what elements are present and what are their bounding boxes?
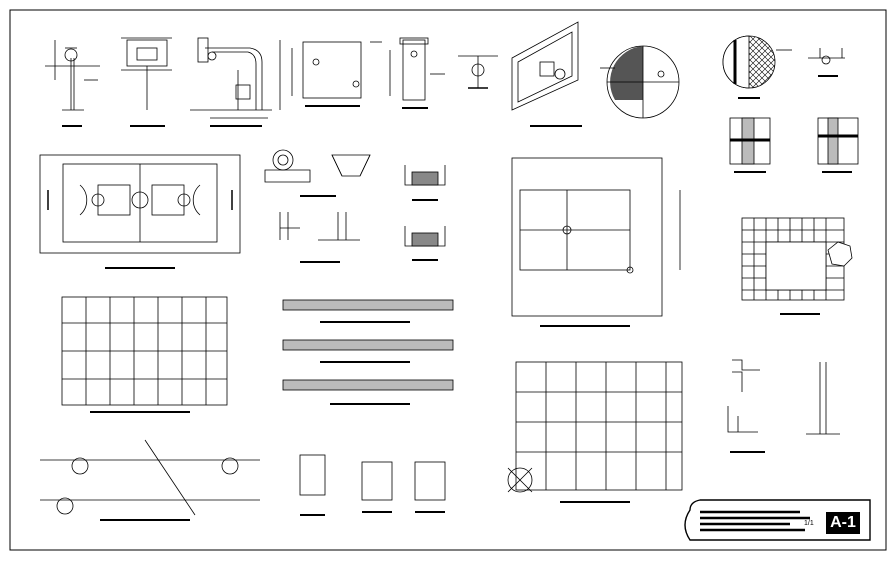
column-grid-plan-2 bbox=[507, 361, 683, 503]
basketball-court-plan bbox=[39, 154, 241, 269]
court-elevation bbox=[40, 439, 260, 521]
detail-column-sections bbox=[729, 117, 859, 173]
detail-backboard-perspective bbox=[511, 21, 582, 127]
detail-wall-sections bbox=[279, 212, 360, 263]
small-mark: 1/1 bbox=[804, 520, 814, 527]
bracket-details bbox=[727, 359, 840, 453]
court-layout-plan bbox=[511, 157, 681, 327]
detail-footings bbox=[404, 165, 446, 261]
detail-bracket-small bbox=[808, 48, 845, 77]
post-footing-details bbox=[299, 454, 446, 516]
sheet-border bbox=[9, 9, 887, 551]
detail-round-section bbox=[600, 45, 680, 119]
tile-floor-plan bbox=[741, 217, 853, 315]
small-mark-text: 1/1 bbox=[804, 520, 814, 527]
sheet-number-badge: A-1 bbox=[826, 512, 860, 534]
column-grid-plan bbox=[61, 296, 228, 413]
detail-bolt bbox=[458, 55, 498, 89]
sheet-number: A-1 bbox=[830, 514, 856, 531]
detail-hoop-side-elevation bbox=[190, 37, 281, 127]
slab-sections bbox=[282, 299, 454, 405]
detail-hoop-post-elevation bbox=[45, 40, 100, 127]
detail-backboard-front bbox=[121, 37, 172, 127]
detail-anchor-box bbox=[389, 37, 445, 109]
detail-plate bbox=[291, 41, 382, 107]
detail-hoop-sections bbox=[264, 149, 371, 197]
detail-hatched-circle bbox=[722, 35, 792, 99]
title-block-scroll-icon bbox=[684, 499, 871, 541]
